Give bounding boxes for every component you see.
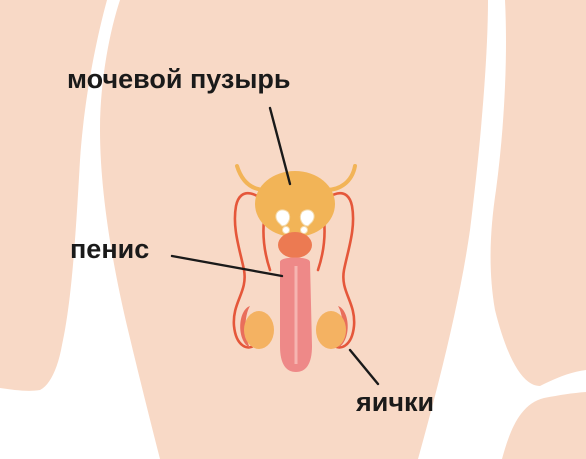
bladder <box>255 171 335 237</box>
testis-right <box>316 311 346 349</box>
testis-left <box>244 311 274 349</box>
prostate <box>278 232 312 258</box>
label-bladder: мочевой пузырь <box>67 66 291 93</box>
label-testes: яички <box>356 389 434 416</box>
label-penis: пенис <box>70 236 149 263</box>
